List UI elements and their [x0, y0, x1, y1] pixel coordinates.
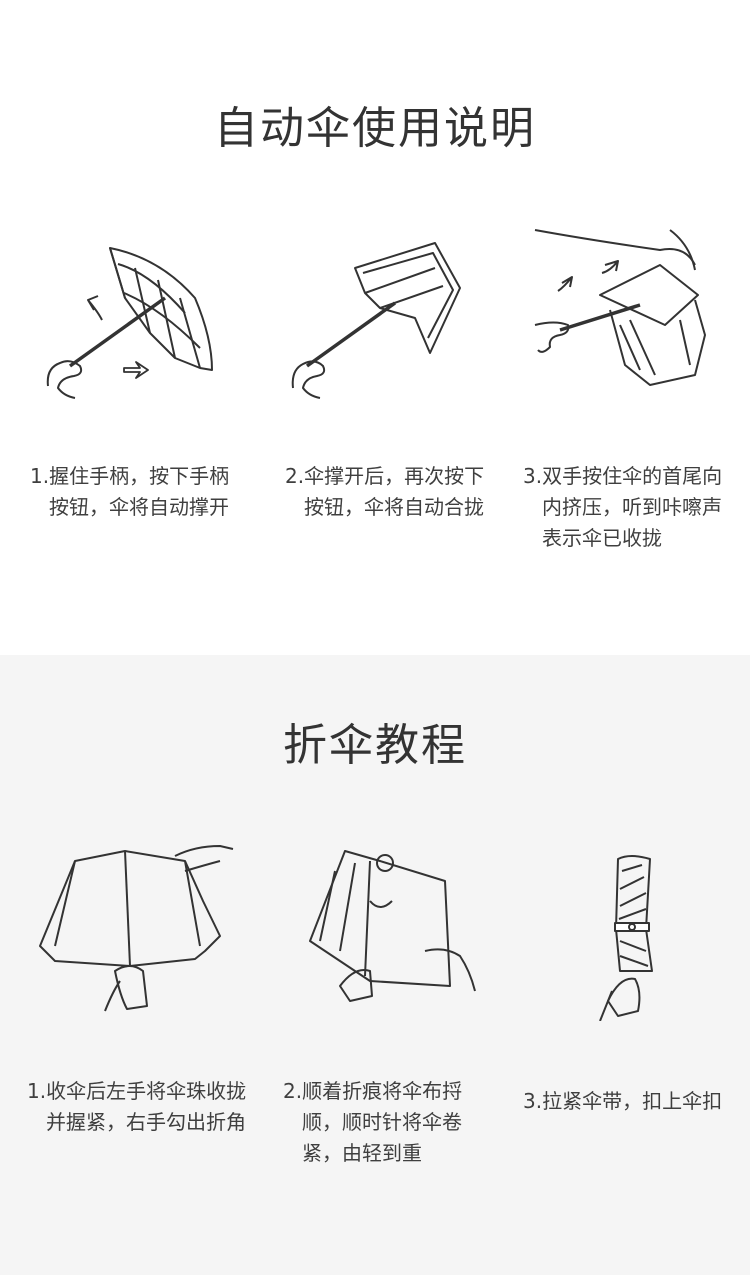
auto-step-1-text: 1.握住手柄，按下手柄按钮，伞将自动撑开 [30, 464, 230, 519]
open-umbrella-illustration [40, 238, 230, 408]
strap-umbrella-illustration [590, 851, 670, 1021]
fold-tutorial-title: 折伞教程 [283, 720, 467, 771]
auto-umbrella-title: 自动伞使用说明 [214, 103, 536, 154]
auto-step-2-text: 2.伞撑开后，再次按下按钮，伞将自动合拢 [285, 464, 485, 519]
fold-step-1-caption: 1.收伞后左手将伞珠收拢并握紧，右手勾出折角 [27, 1076, 252, 1138]
auto-step-3-caption: 3.双手按住伞的首尾向内挤压，听到咔嚓声表示伞已收拢 [523, 461, 728, 554]
closing-umbrella-illustration [285, 238, 475, 408]
auto-step-1-caption: 1.握住手柄，按下手柄按钮，伞将自动撑开 [30, 461, 235, 523]
squeeze-umbrella-illustration [530, 225, 720, 400]
fold-step-2-text: 2.顺着折痕将伞布捋顺，顺时针将伞卷紧，由轻到重 [283, 1079, 463, 1165]
fold-step-3-text: 3.拉紧伞带，扣上伞扣 [523, 1089, 723, 1113]
fold-step-3-caption: 3.拉紧伞带，扣上伞扣 [523, 1086, 728, 1117]
auto-umbrella-section: 自动伞使用说明 [30, 103, 728, 554]
fold-tutorial-section: 折伞教程 [0, 655, 750, 1275]
roll-umbrella-illustration [300, 841, 490, 1016]
fold-step-1-text: 1.收伞后左手将伞珠收拢并握紧，右手勾出折角 [27, 1079, 247, 1134]
auto-step-2-caption: 2.伞撑开后，再次按下按钮，伞将自动合拢 [285, 461, 490, 523]
auto-step-3-text: 3.双手按住伞的首尾向内挤压，听到咔嚓声表示伞已收拢 [523, 464, 723, 550]
gather-umbrella-illustration [35, 841, 235, 1016]
fold-step-2-caption: 2.顺着折痕将伞布捋顺，顺时针将伞卷紧，由轻到重 [283, 1076, 488, 1169]
